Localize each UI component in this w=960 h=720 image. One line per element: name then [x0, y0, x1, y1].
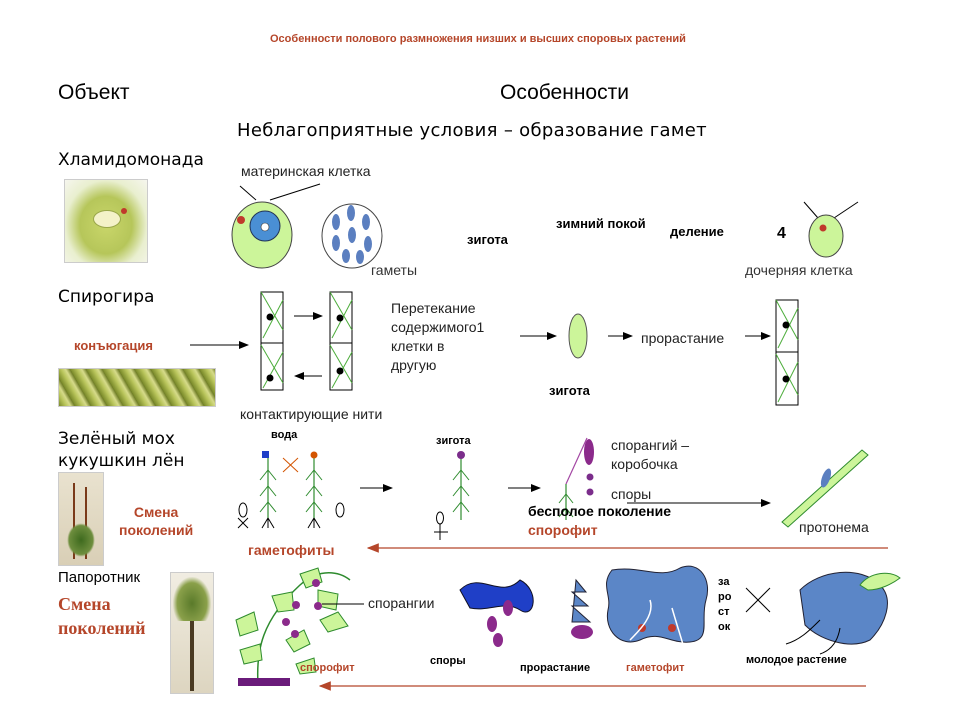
filament-left [260, 291, 284, 391]
prothallus-letter: ок [718, 621, 731, 633]
fern-alternation-label: Смена поколений [58, 592, 145, 640]
young-plant [785, 571, 901, 655]
germination-label: прорастание [641, 330, 725, 346]
prothallus-letter: за [718, 576, 730, 588]
prothallus-letter: ро [718, 591, 732, 603]
fern-alternation-line: Смена [58, 594, 111, 614]
fern-cross [745, 587, 771, 613]
fern-spores [459, 579, 534, 647]
zygote-label: зигота [467, 232, 508, 247]
spirogyra-zygote-label: зигота [549, 383, 590, 398]
header-object: Объект [58, 81, 130, 104]
conjugation-label: конъюгация [74, 338, 153, 353]
header-features: Особенности [500, 81, 629, 104]
spirogyra-photo [58, 368, 216, 407]
moss-gametophyte-female [282, 451, 345, 529]
moss-zygote-plant [434, 451, 470, 540]
daughter-cell-label: дочерняя клетка [745, 262, 853, 278]
fern-spores-label: споры [430, 655, 466, 667]
flow-text-line: клетки в [391, 338, 445, 354]
moss-sporophyte [558, 437, 594, 520]
fern-name: Папоротник [58, 569, 141, 586]
fern-alternation-line: поколений [58, 618, 146, 638]
protonema [781, 449, 869, 528]
daughter-cell [803, 201, 859, 258]
prothallus-label: за ро ст ок [718, 575, 731, 635]
moss-gametophyte-male [237, 451, 277, 529]
fern-germination-label: прорастание [520, 662, 591, 674]
mother-cell [231, 183, 321, 269]
gametes-cell [321, 203, 383, 269]
spirogyra-name: Спирогира [58, 287, 155, 307]
moss-alternation-line: Смена [133, 504, 179, 520]
division-label: деление [670, 224, 724, 239]
flow-text: Перетекание содержимого1 клетки в другую [391, 299, 484, 375]
moss-name-line: Зелёный мох [58, 429, 175, 449]
sporangia-label: спорангии [368, 595, 435, 611]
flow-text-line: Перетекание [391, 300, 476, 316]
fern-germination [570, 578, 593, 639]
fern-sporophyte [235, 567, 351, 686]
subtitle: Неблагоприятные условия – образование га… [237, 120, 707, 141]
fern-photo [170, 572, 214, 694]
prothallus-letter: ст [718, 606, 730, 618]
moss-alternation-label: Смена поколений [119, 503, 193, 539]
moss-name: Зелёный мох кукушкин лён [58, 428, 185, 472]
moss-photo [58, 472, 104, 566]
page-title: Особенности полового размножения низших … [270, 33, 686, 45]
moss-name-line: кукушкин лён [58, 451, 185, 471]
fern-gametophyte-label: гаметофит [626, 662, 685, 674]
chlamydomonas-photo [64, 179, 148, 263]
winter-rest-label: зимний покой [556, 216, 646, 231]
contacting-label: контактирующие нити [240, 406, 383, 422]
flow-text-line: содержимого1 [391, 319, 485, 335]
mother-cell-label: материнская клетка [241, 163, 371, 179]
moss-zygote-label: зигота [436, 435, 471, 447]
flow-text-line: другую [391, 357, 437, 373]
asexual-label: бесполое поколение [528, 503, 672, 519]
sporangium-label: спорангий – коробочка [611, 436, 689, 474]
new-filament [775, 299, 799, 406]
young-plant-label: молодое растение [746, 654, 847, 666]
fern-gametophyte [606, 565, 708, 649]
gametes-label: гаметы [371, 262, 418, 278]
sporangium-line: спорангий – [611, 437, 690, 453]
chlamydomonas-name: Хламидомонада [58, 150, 204, 170]
water-label: вода [271, 429, 298, 441]
spirogyra-zygote [568, 313, 588, 359]
sporangium-line: коробочка [611, 456, 678, 472]
gametophytes-label: гаметофиты [248, 542, 335, 558]
moss-alternation-line: поколений [119, 522, 194, 538]
division-count: 4 [777, 225, 786, 242]
moss-spores-label: споры [611, 486, 652, 502]
moss-sporophyte-label: спорофит [528, 522, 598, 538]
filament-right [329, 291, 353, 391]
fern-sporophyte-label: спорофит [300, 662, 355, 674]
protonema-label: протонема [799, 519, 869, 535]
